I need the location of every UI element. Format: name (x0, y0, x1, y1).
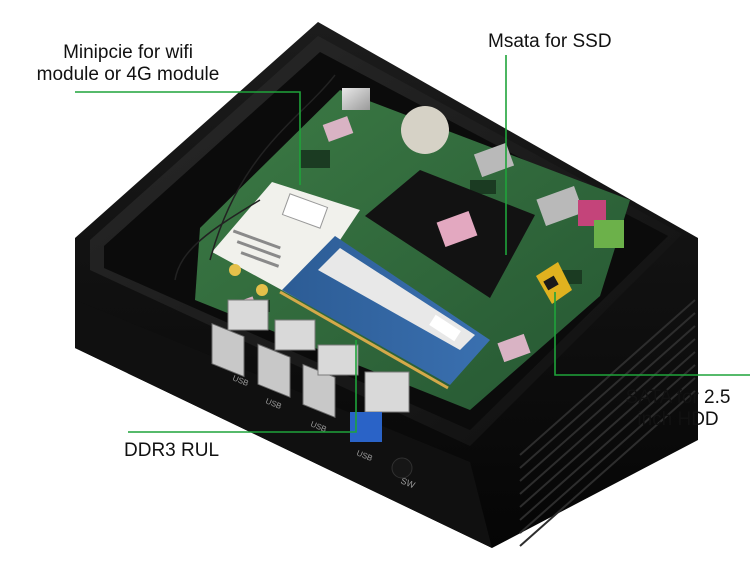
leader-lines (75, 55, 750, 433)
callout-minipcie-line-2: module or 4G module (36, 64, 220, 85)
front-usb-ports (211, 299, 410, 442)
sata-port (536, 262, 572, 304)
callout-minipcie: Minipcie for wifi module or 4G module (14, 42, 242, 86)
rear-io-ports (342, 88, 624, 248)
power-switch (391, 457, 413, 479)
msata-ssd (365, 170, 535, 298)
callout-minipcie-line-1: Minipcie for wifi (63, 42, 193, 63)
leader-minipcie (75, 91, 301, 185)
callout-sata-line-2: inch HDD (637, 409, 719, 430)
callout-msata: Msata for SSD (488, 31, 612, 52)
leader-ddr3 (128, 340, 357, 433)
callout-sata: SATA for 2.5 inch HDD (618, 387, 738, 431)
heatsink-fins (519, 299, 696, 547)
wifi-card (212, 182, 360, 300)
antenna-wires (174, 74, 336, 281)
callout-sata-line-1: SATA for 2.5 (625, 387, 731, 408)
ddr3-ram (279, 236, 490, 390)
leader-sata (554, 292, 750, 376)
callout-ddr3: DDR3 RUL (124, 440, 220, 461)
